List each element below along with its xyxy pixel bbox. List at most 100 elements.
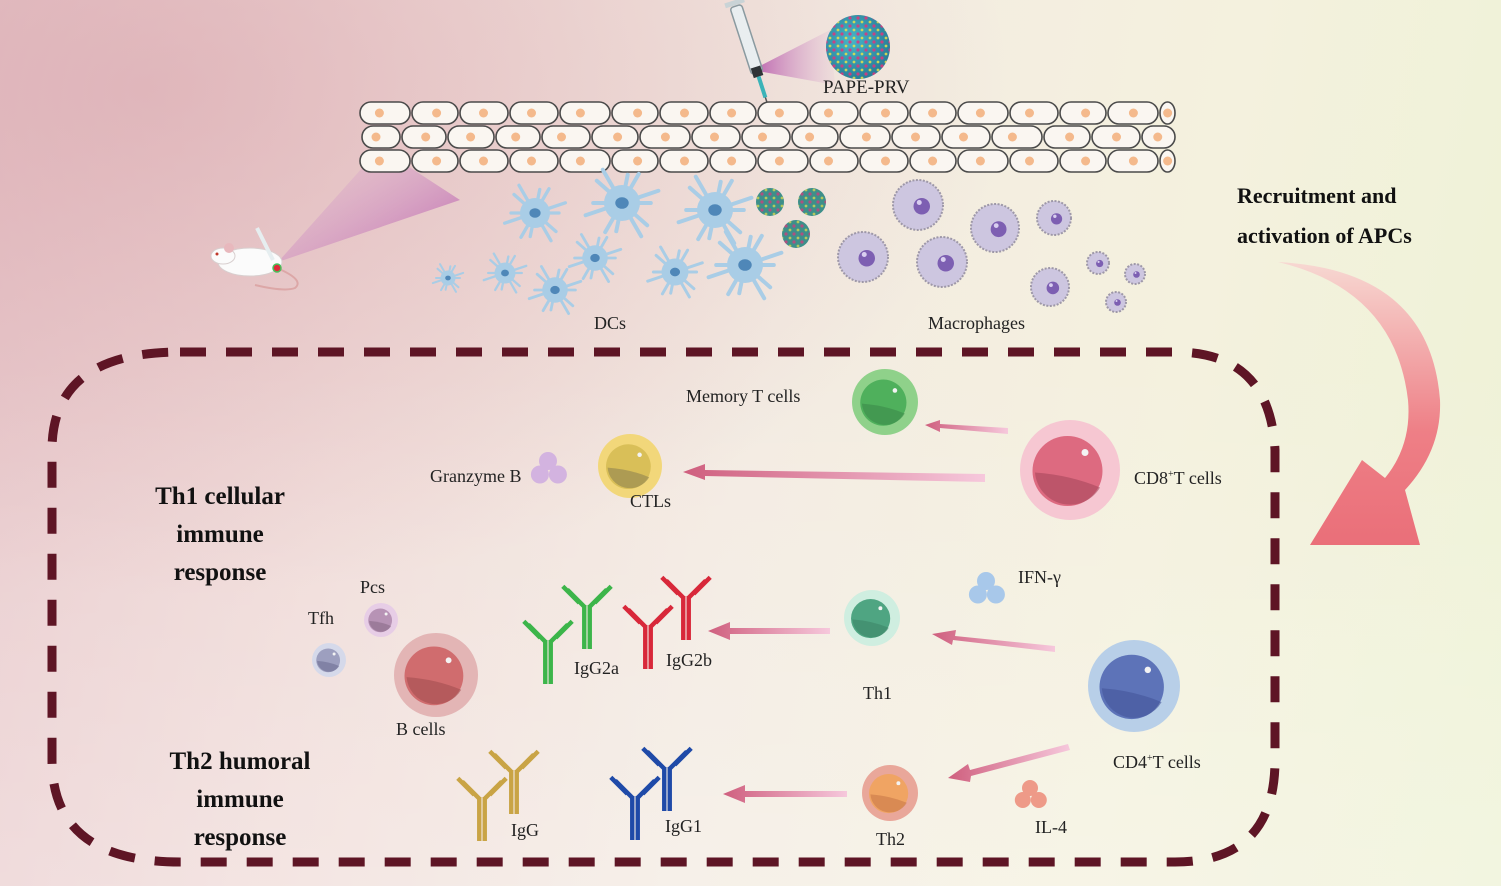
epithelial-cell [1091,125,1141,149]
epithelial-cell [859,101,909,125]
epithelial-cell [401,125,447,149]
th1-title-line3: response [173,559,267,586]
epithelial-cell [1159,149,1176,173]
memory-t-cells-label: Memory T cells [686,386,801,406]
epithelial-cell [659,149,709,173]
th1-cell-icon [844,590,900,646]
epithelial-cell [559,149,611,173]
igg-antibody-icon [456,776,508,842]
epithelial-cell [839,125,891,149]
epithelial-cell [1159,101,1176,125]
dendritic-cell-icon [567,233,623,283]
igg2b-antibody-icon [622,604,674,670]
recruitment-label: Recruitment and activation of APCs [1237,176,1412,256]
dendritic-cell-icon [706,229,784,301]
epithelial-cell [757,101,809,125]
th1-title-line1: Th1 cellular [155,483,285,510]
epithelial-cell [411,149,459,173]
epithelial-cell [859,149,909,173]
epithelial-cell [541,125,591,149]
recruitment-arrow [1278,262,1441,545]
virus-cluster [756,188,826,248]
th2-cell-icon [862,765,918,821]
epithelial-tissue-layer [359,101,1176,173]
macrophage-icon [970,203,1020,253]
igg1-antibody-icon [609,775,661,841]
igg2b-label: IgG2b [666,650,712,670]
epithelial-cell [1059,149,1107,173]
igg2b-antibody-icon [660,575,712,641]
th2-label: Th2 [876,829,905,849]
th1-label: Th1 [863,683,892,703]
ifn-gamma-cytokine-icon [968,572,1005,604]
epithelial-cell [709,149,757,173]
epithelial-cell [495,125,541,149]
epithelial-cell [909,149,957,173]
granzyme-b-icon [530,452,567,484]
epithelial-cell [791,125,839,149]
dendritic-cell-icon [431,263,465,293]
vaccine-label: PAPE-PRV [823,77,910,98]
igg1-label: IgG1 [665,816,702,836]
pape-prv-virus-icon [826,15,890,79]
memory-t-cell-icon [852,369,918,435]
macrophage-icon [1124,263,1146,285]
th2-response-title: Th2 humoral immune response [130,743,350,857]
arrow-cd4-to-th2 [948,744,1070,782]
epithelial-cell [1059,101,1107,125]
igg-label: IgG [511,820,539,840]
igg2a-antibody-icon [561,584,613,650]
epithelial-cell [991,125,1043,149]
ctl-icon [598,434,662,498]
virus-particle-icon [798,188,826,216]
epithelial-cell [1009,149,1059,173]
pcs-label: Pcs [360,577,386,597]
epithelial-cell [1107,101,1159,125]
th1-response-title: Th1 cellular immune response [120,478,320,592]
ctls-label: CTLs [630,491,672,511]
dendritic-cell-icon [646,245,704,299]
macrophage-icon [837,231,889,283]
epithelial-cell [459,149,509,173]
igg1-antibody-icon [641,746,693,812]
epithelial-cell [611,149,659,173]
th2-title-line2: immune [196,786,284,813]
epithelial-cell [1009,101,1059,125]
epithelial-cell [891,125,941,149]
th2-title-line3: response [193,824,287,851]
tfh-label: Tfh [308,608,334,628]
syringe-icon [724,0,772,113]
macrophages-group [837,179,1146,313]
epithelial-cell [359,101,411,125]
epithelial-cell [447,125,495,149]
recruitment-label-line2: activation of APCs [1237,223,1412,248]
epithelial-cell [591,125,639,149]
th1-title-line2: immune [176,521,264,548]
epithelial-cell [909,101,957,125]
epithelial-cell [659,101,709,125]
epithelial-cell [559,101,611,125]
dcs-label: DCs [594,313,627,333]
tfh-cell-icon [312,643,346,677]
igg2a-label: IgG2a [574,658,619,678]
th2-title-line1: Th2 humoral [169,748,311,775]
arrow-th1-to-igg2 [708,622,830,640]
cd4-t-cells-label: CD4+T cells [1113,752,1201,772]
mouse-icon [210,227,299,291]
arrow-cd4-to-th1 [932,630,1055,652]
macrophage-icon [916,236,968,288]
epithelial-cell [1107,149,1159,173]
arrow-th2-to-igg1 [723,785,847,803]
epithelial-cell [691,125,741,149]
macrophage-icon [892,179,944,231]
macrophage-icon [1036,200,1072,236]
dendritic-cell-icon [482,252,528,294]
epithelial-cell [509,149,559,173]
dendritic-cells-group [431,167,784,315]
epithelial-cell [741,125,791,149]
cd4-t-cell-icon [1088,640,1180,732]
epithelial-cell [639,125,691,149]
dendritic-cell-icon [527,265,583,315]
cd8-t-cell-icon [1020,420,1120,520]
